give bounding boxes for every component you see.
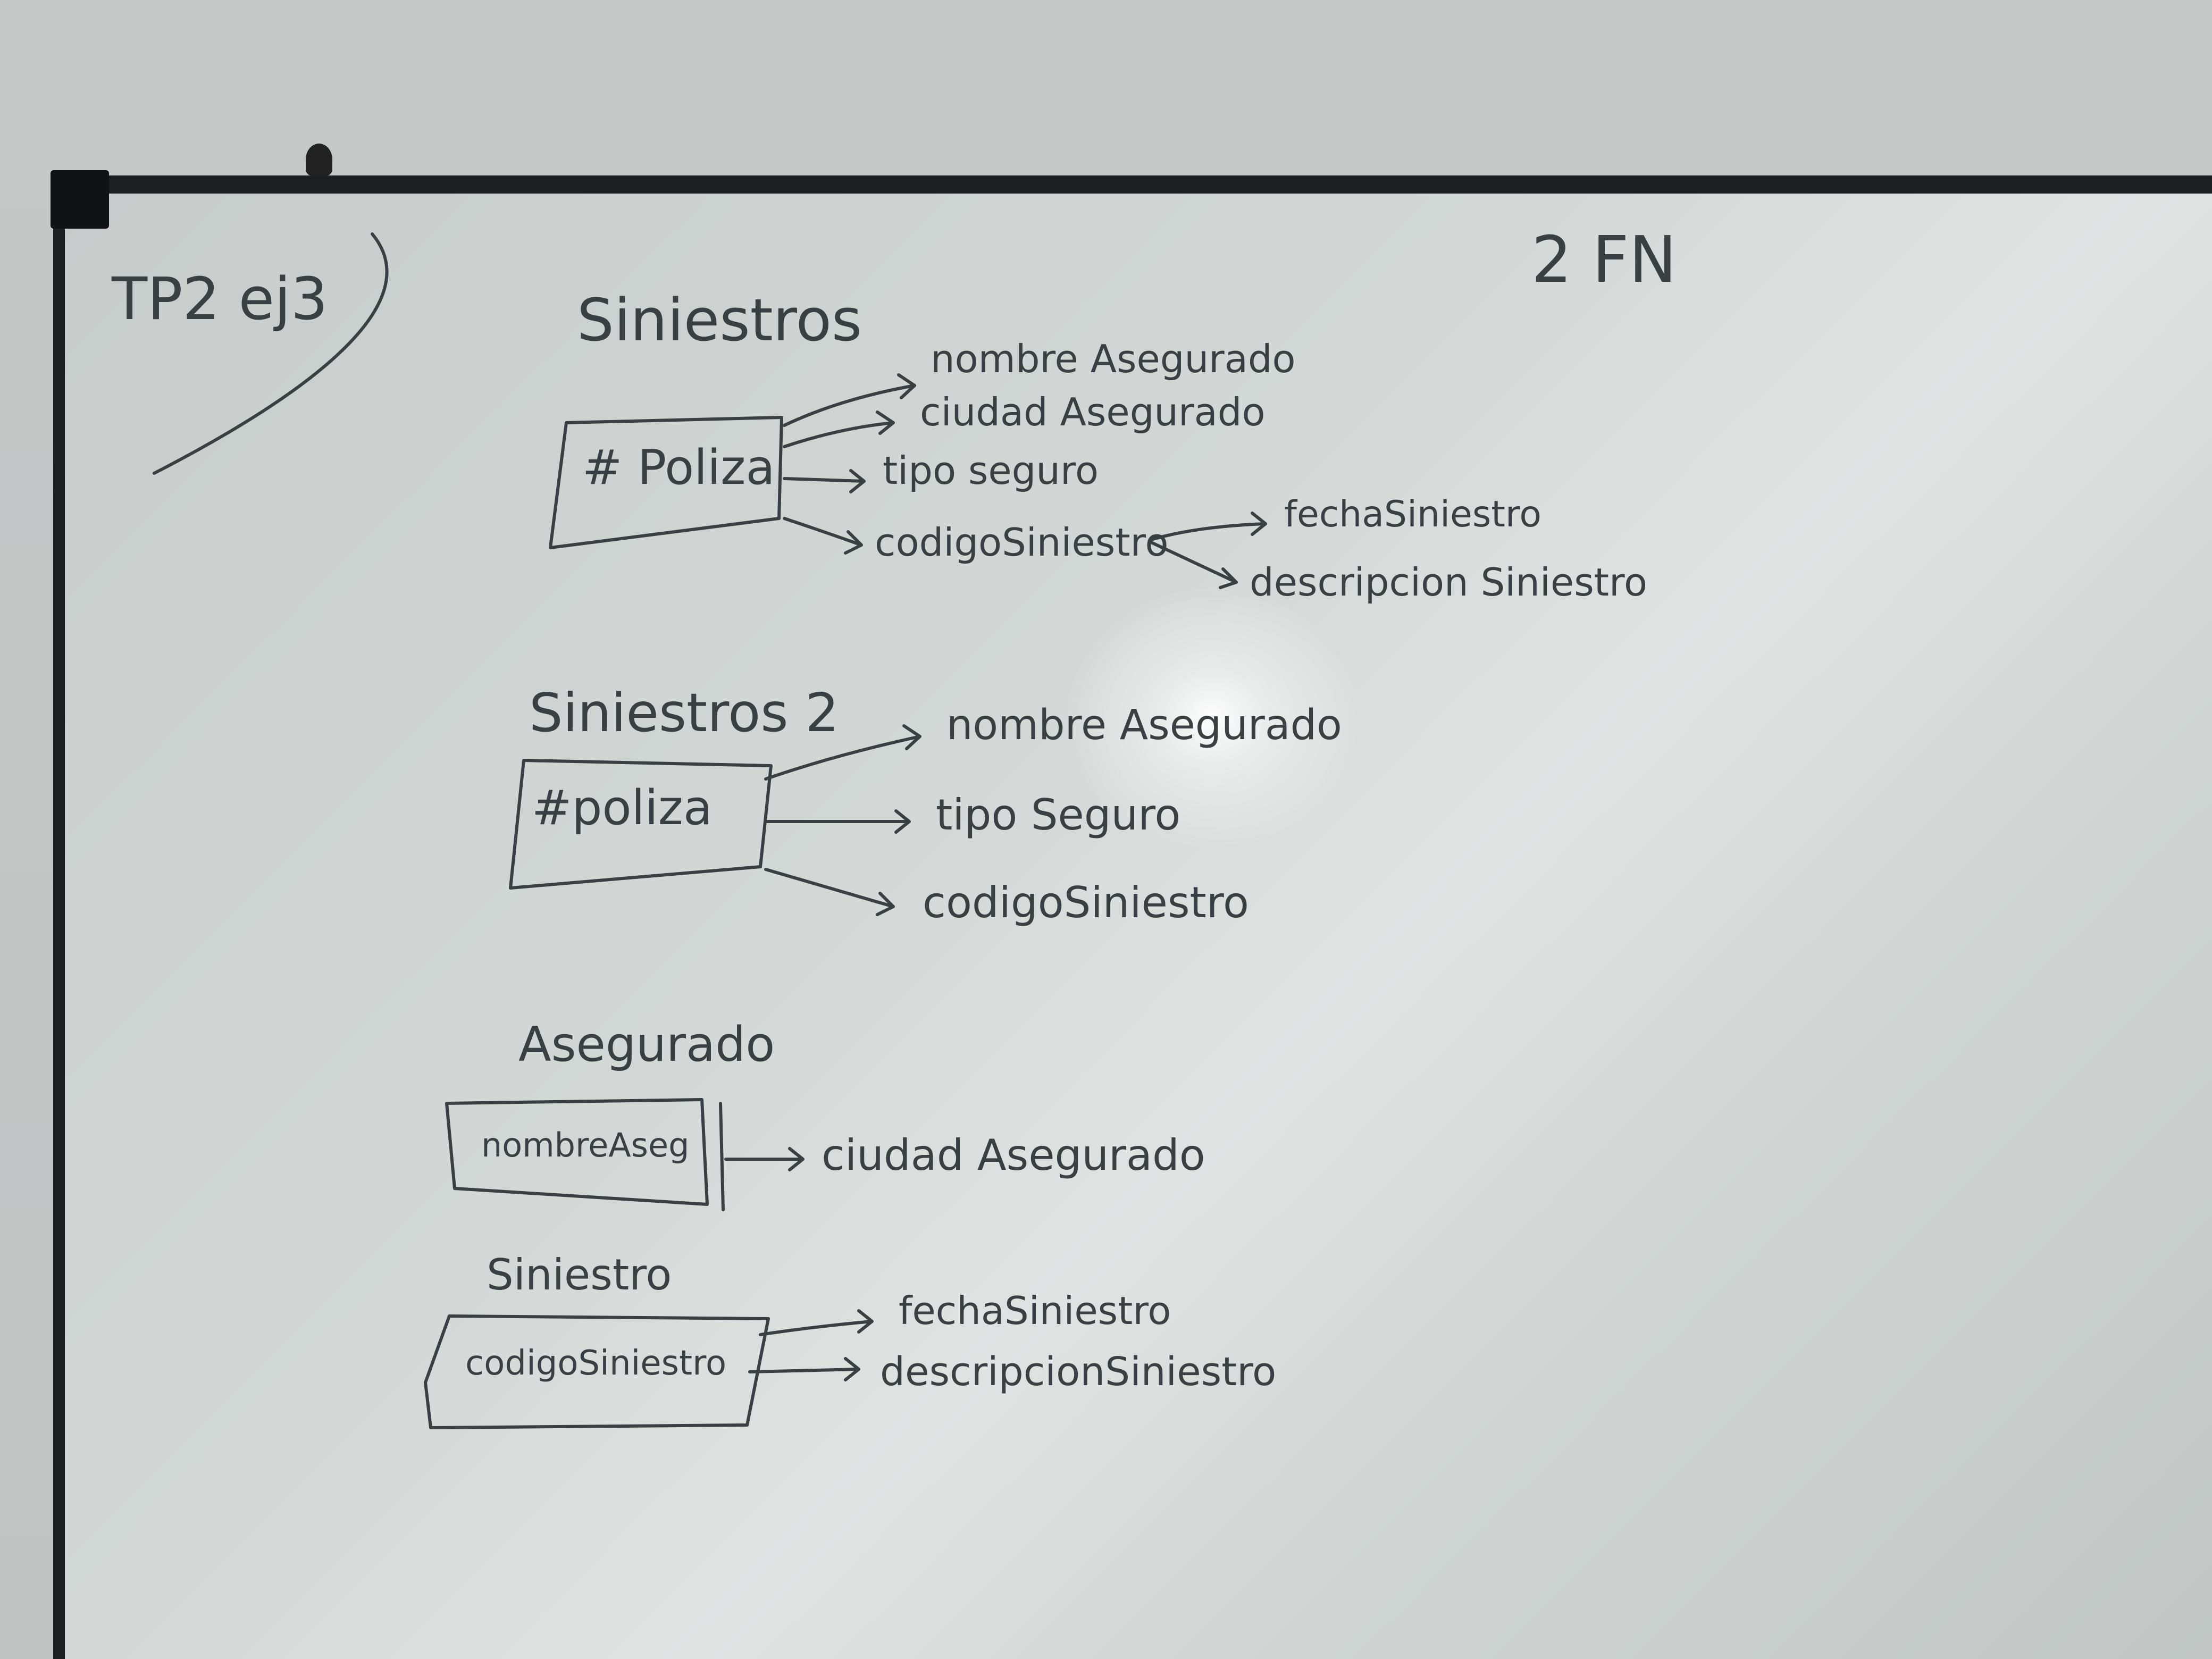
arrow-ciudad-asegurado bbox=[783, 410, 895, 448]
table-siniestros-title: Siniestros bbox=[577, 286, 862, 354]
board-hook bbox=[306, 144, 332, 175]
table-siniestros-attr-tipo: tipo seguro bbox=[883, 448, 1099, 493]
table-siniestro-attr-descripcion: descripcionSiniestro bbox=[880, 1349, 1276, 1395]
light-glare bbox=[1063, 585, 1361, 851]
table-siniestros-attr-codigo: codigoSiniestro bbox=[875, 520, 1169, 565]
table-siniestros-attr-nombre: nombre Asegurado bbox=[931, 337, 1296, 381]
header-underline-arc bbox=[153, 232, 389, 475]
table-siniestro-key: codigoSiniestro bbox=[465, 1344, 726, 1383]
board-header: TP2 ej3 bbox=[111, 265, 328, 333]
table-siniestros-attr-ciudad: ciudad Asegurado bbox=[920, 390, 1266, 434]
table-siniestros2-attr-tipo: tipo Seguro bbox=[936, 790, 1180, 840]
table-siniestros2-title: Siniestros 2 bbox=[529, 682, 839, 744]
whiteboard bbox=[53, 175, 2212, 1659]
table-asegurado-title: Asegurado bbox=[518, 1017, 775, 1073]
table-siniestro-attr-fecha: fechaSiniestro bbox=[899, 1288, 1171, 1333]
table-siniestros-sub-fecha: fechaSiniestro bbox=[1284, 493, 1541, 535]
arrow-codigo-siniestro bbox=[783, 517, 863, 555]
table-siniestro-title: Siniestro bbox=[487, 1250, 672, 1300]
arrow2-tipo-seguro bbox=[764, 809, 911, 834]
arrow4-descripcion-siniestro bbox=[748, 1357, 860, 1381]
table-asegurado-key: nombreAseg bbox=[481, 1126, 689, 1164]
arrow-nombre-asegurado bbox=[783, 373, 916, 427]
arrow-tipo-seguro bbox=[783, 469, 866, 493]
table-asegurado-attr-ciudad: ciudad Asegurado bbox=[822, 1130, 1205, 1180]
board-corner-bracket bbox=[51, 170, 109, 229]
normal-form-label: 2 FN bbox=[1531, 223, 1677, 297]
arrow-descripcion-siniestro bbox=[1150, 541, 1238, 589]
table-siniestros2-key-box bbox=[509, 759, 773, 890]
table-siniestros-sub-descripcion: descripcion Siniestro bbox=[1250, 560, 1647, 605]
table-asegurado-key-box bbox=[445, 1098, 709, 1206]
arrow2-nombre-asegurado bbox=[764, 724, 921, 781]
arrow2-codigo-siniestro bbox=[764, 868, 895, 916]
arrow3-ciudad-asegurado bbox=[724, 1147, 805, 1171]
table-siniestros-key: # Poliza bbox=[582, 440, 775, 496]
arrow-fecha-siniestro bbox=[1150, 512, 1267, 541]
arrow4-fecha-siniestro bbox=[759, 1309, 874, 1336]
table-siniestros2-key: #poliza bbox=[532, 780, 713, 836]
table-siniestro-key-box bbox=[424, 1314, 770, 1429]
table-asegurado-divider bbox=[719, 1102, 725, 1211]
table-siniestros-key-box bbox=[549, 416, 783, 549]
table-siniestros2-attr-nombre: nombre Asegurado bbox=[946, 701, 1342, 749]
table-siniestros2-attr-codigo: codigoSiniestro bbox=[923, 878, 1249, 927]
